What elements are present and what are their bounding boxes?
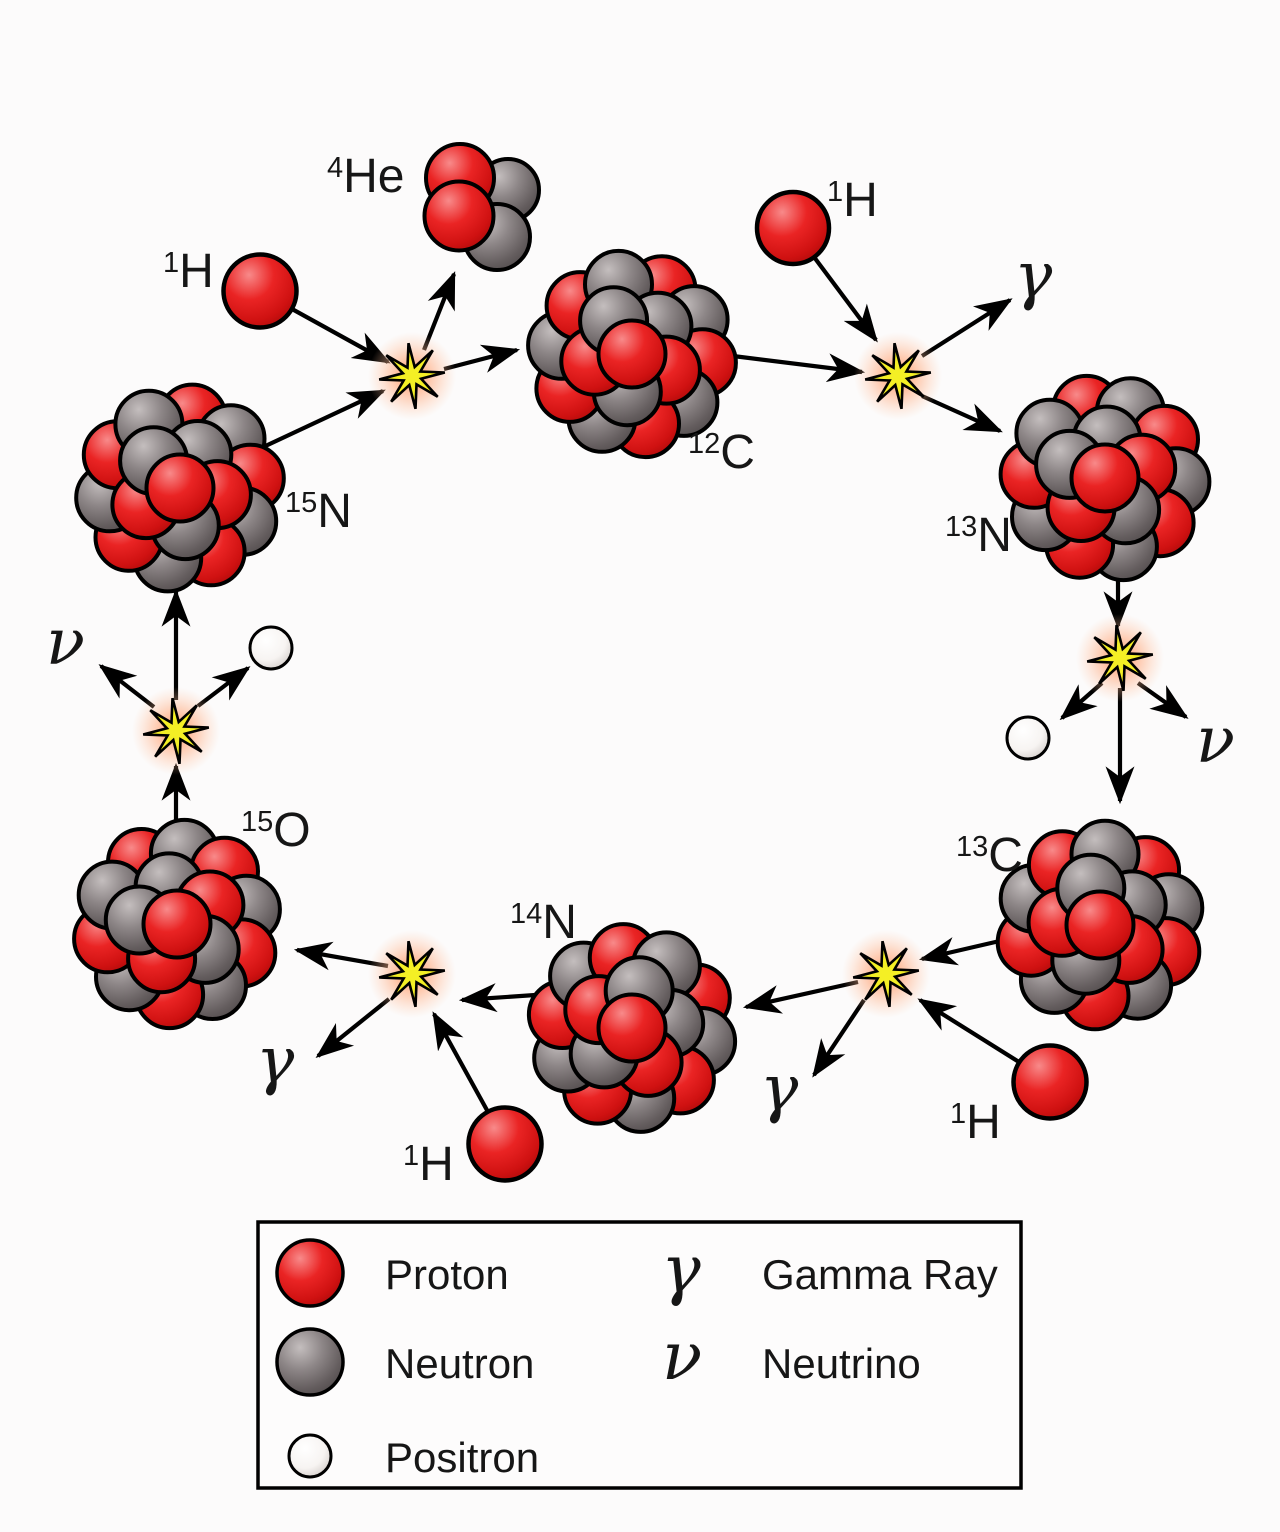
arrow-star4-to-n14: [742, 979, 859, 1014]
nucleus-12C: [526, 248, 738, 460]
arrow-proton-tl-to-star1: [290, 307, 391, 364]
arrow-proton-tr-to-star2: [812, 255, 878, 343]
helium4-cluster: [422, 142, 541, 272]
label-12C: 12C: [688, 426, 755, 479]
fusion-star-4: [840, 928, 932, 1020]
label-1H-bottommiddle: 1H: [403, 1138, 454, 1191]
arrow-star2-to-gamma: [920, 298, 1013, 358]
fusion-star-1: [366, 330, 458, 422]
legend-proton-label: Proton: [385, 1251, 509, 1298]
arrow-star2-to-n13: [921, 394, 1003, 433]
proton-particle-bottomright: [1011, 1043, 1089, 1121]
legend-positron-icon: [287, 1433, 333, 1479]
gamma-symbol-bottomright: γ: [760, 1052, 799, 1126]
legend-box: [256, 1220, 1023, 1490]
label-15N: 15N: [285, 485, 352, 538]
legend-neutron-icon: [275, 1327, 345, 1397]
label-4He: 4He: [327, 150, 405, 203]
label-14N: 14N: [510, 896, 577, 949]
nucleus-15N: [74, 382, 286, 594]
gamma-symbol-topright: γ: [1014, 239, 1053, 313]
legend-neutron-label: Neutron: [385, 1340, 534, 1387]
fusion-star-5: [366, 928, 458, 1020]
arrow-star4-to-gamma: [812, 998, 866, 1078]
arrow-star5-to-gamma: [315, 997, 391, 1058]
proton-sphere: [141, 888, 213, 960]
arrow-n15-to-star1: [258, 389, 386, 451]
nucleus-15O: [72, 817, 282, 1031]
label-1H-bottomright: 1H: [950, 1096, 1001, 1149]
label-1H-topleft: 1H: [163, 245, 214, 298]
nucleus-13C: [995, 818, 1205, 1032]
nucleus-13N: [998, 373, 1212, 583]
label-13N: 13N: [945, 509, 1012, 562]
proton-sphere: [1064, 889, 1136, 961]
arrow-proton-br-to-star4: [917, 998, 1021, 1064]
proton-sphere: [596, 992, 668, 1064]
proton-sphere: [144, 452, 216, 524]
proton-sphere: [422, 179, 496, 253]
legend-positron-label: Positron: [385, 1434, 539, 1481]
nu-symbol-right: ν: [1196, 704, 1235, 778]
legend-proton-icon: [275, 1238, 345, 1308]
fusion-star-6: [130, 685, 222, 777]
legend-gamma-label: Gamma Ray: [762, 1251, 998, 1298]
label-15O: 15O: [241, 804, 311, 857]
positron-particle-right: [1005, 715, 1051, 761]
legend: Proton Neutron Positron γ Gamma Ray ν Ne…: [256, 1220, 1023, 1490]
nucleus-14N: [526, 922, 738, 1134]
legend-neutrino-label: Neutrino: [762, 1340, 921, 1387]
arrow-c13-to-star4: [918, 937, 1005, 966]
proton-sphere: [596, 318, 668, 390]
label-13C: 13C: [956, 829, 1023, 882]
positron-particle-left: [248, 625, 294, 671]
label-1H-topright: 1H: [827, 174, 878, 227]
fusion-star-2: [852, 330, 944, 422]
fusion-star-3: [1074, 612, 1166, 704]
legend-nu-icon: ν: [662, 1318, 702, 1395]
arrow-proton-bm-to-star5: [432, 1011, 490, 1114]
legend-gamma-icon: γ: [661, 1231, 701, 1308]
arrow-c12-to-star2: [732, 353, 866, 383]
proton-particle-topright: [754, 189, 832, 267]
nu-symbol-left: ν: [46, 606, 85, 680]
proton-particle-bottommiddle: [466, 1105, 544, 1183]
arrow-star1-to-c12: [443, 344, 521, 373]
gamma-symbol-bottomleft: γ: [256, 1024, 295, 1098]
proton-particle-topleft: [221, 252, 299, 330]
proton-sphere: [1069, 442, 1141, 514]
